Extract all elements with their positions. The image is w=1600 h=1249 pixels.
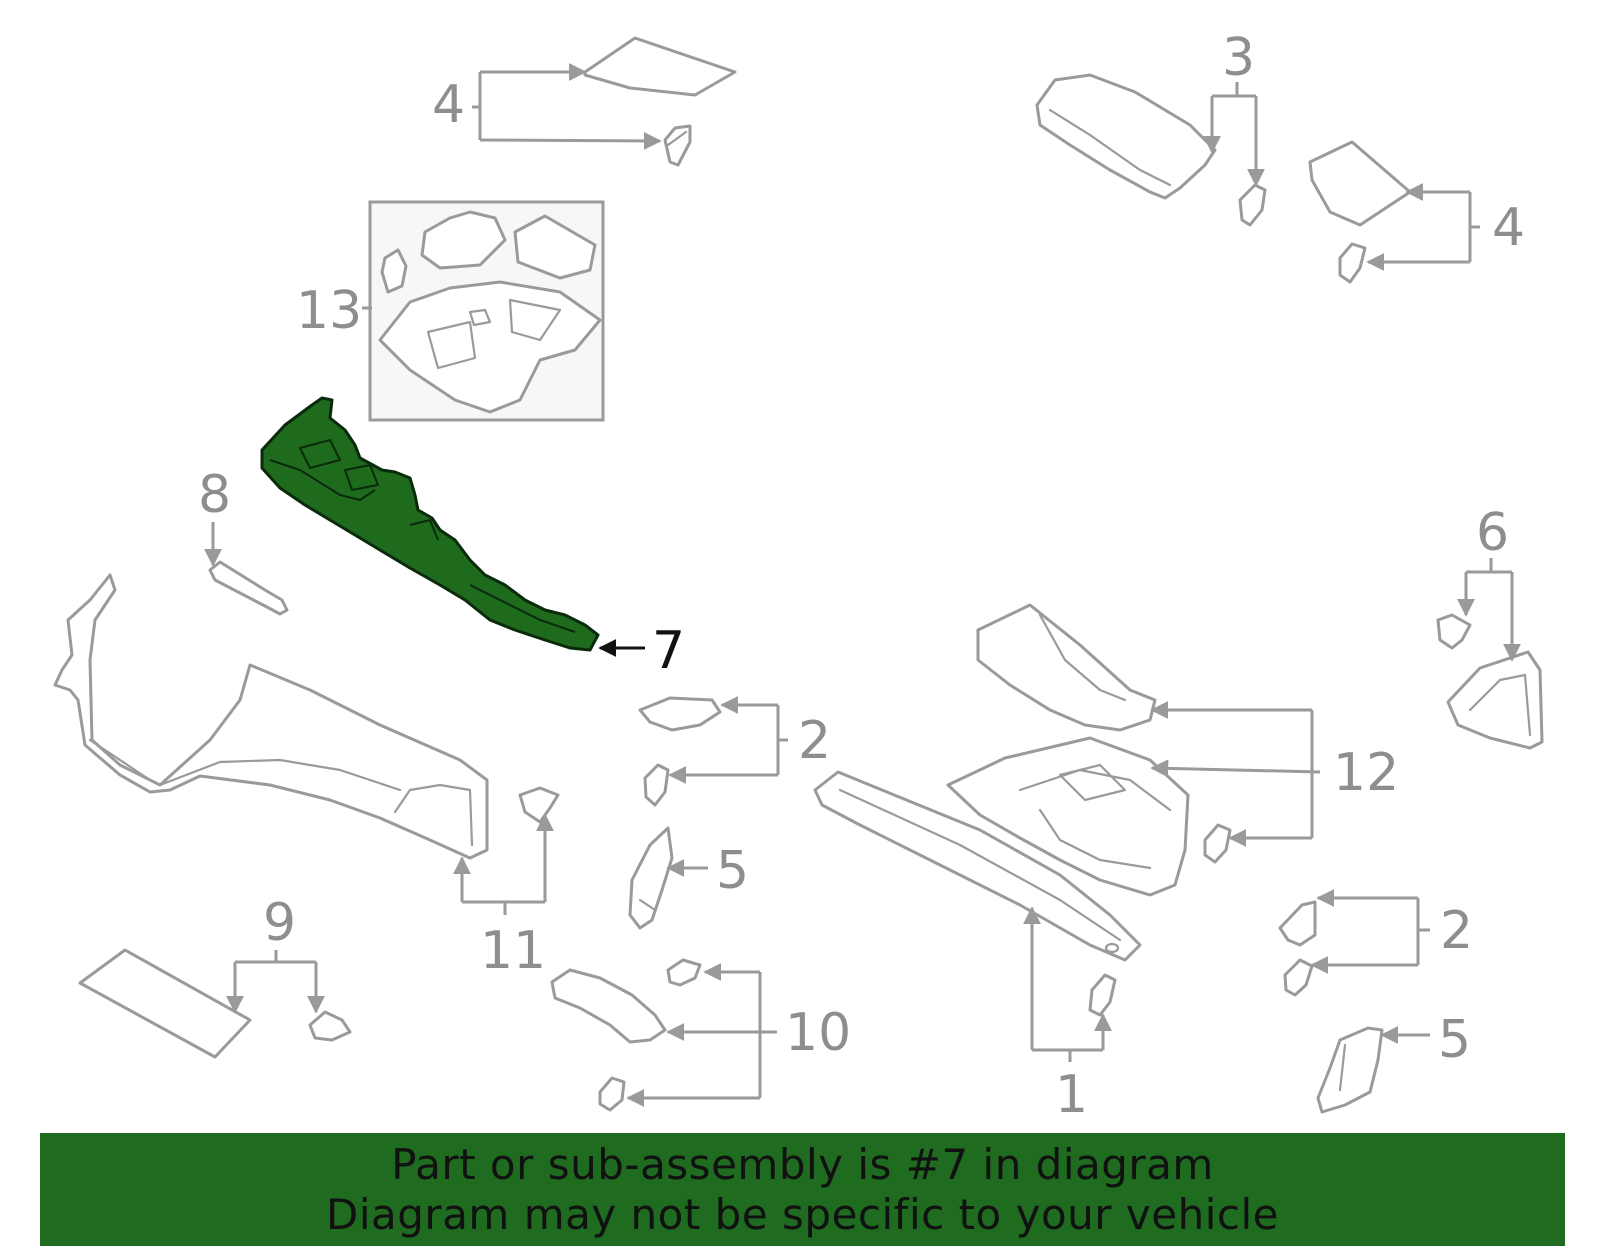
callout-11: 11 (462, 813, 554, 981)
callout-13: 13 (296, 281, 372, 341)
label-2-center: 2 (798, 711, 831, 771)
label-3: 3 (1222, 28, 1255, 88)
label-10: 10 (785, 1003, 851, 1063)
part-3-lid (1035, 73, 1267, 227)
part-4-right (1308, 140, 1412, 284)
part-1-rail (813, 770, 1142, 1017)
part-5-right (1316, 1026, 1384, 1114)
part-4-upper-left (583, 36, 737, 167)
callout-4-upper-left: 4 (432, 72, 662, 150)
part-9 (78, 948, 352, 1059)
label-2-right: 2 (1440, 901, 1473, 961)
label-12: 12 (1333, 743, 1399, 803)
label-6: 6 (1476, 503, 1509, 563)
part-2-right (1278, 900, 1317, 997)
label-5-center: 5 (716, 841, 749, 901)
banner-line-2: Diagram may not be specific to your vehi… (326, 1189, 1279, 1239)
label-11: 11 (480, 921, 546, 981)
part-7-highlighted (260, 396, 600, 652)
part-10 (550, 958, 702, 1112)
label-4-upper-left: 4 (432, 75, 465, 135)
part-5-center (628, 826, 674, 930)
callout-9: 9 (235, 893, 325, 1012)
callout-2-right: 2 (1312, 898, 1473, 974)
part-8-pin (208, 560, 289, 616)
callout-10: 10 (626, 972, 851, 1107)
callout-7: 7 (598, 621, 685, 681)
console-side-panel (53, 573, 489, 860)
callout-6: 6 (1466, 503, 1521, 662)
callout-1: 1 (1032, 908, 1112, 1125)
label-5-right: 5 (1438, 1010, 1471, 1070)
label-1: 1 (1055, 1065, 1088, 1125)
part-12 (946, 603, 1232, 897)
callout-5-right: 5 (1380, 1010, 1471, 1070)
callout-4-right: 4 (1366, 192, 1525, 271)
callout-3: 3 (1212, 28, 1265, 187)
part-13-inset (368, 200, 605, 422)
callout-5-center: 5 (666, 841, 749, 901)
label-4-right: 4 (1492, 198, 1525, 258)
callout-12: 12 (1152, 710, 1399, 847)
part-2-center (638, 696, 722, 807)
label-7: 7 (652, 621, 685, 681)
notice-banner: Part or sub-assembly is #7 in diagram Di… (40, 1133, 1565, 1246)
callout-8: 8 (198, 465, 231, 567)
banner-line-1: Part or sub-assembly is #7 in diagram (391, 1139, 1214, 1189)
part-6 (1436, 613, 1544, 750)
part-11-clip (518, 786, 560, 824)
callout-2-center: 2 (668, 705, 831, 784)
label-9: 9 (263, 893, 296, 953)
label-13: 13 (296, 281, 362, 341)
label-8: 8 (198, 465, 231, 525)
